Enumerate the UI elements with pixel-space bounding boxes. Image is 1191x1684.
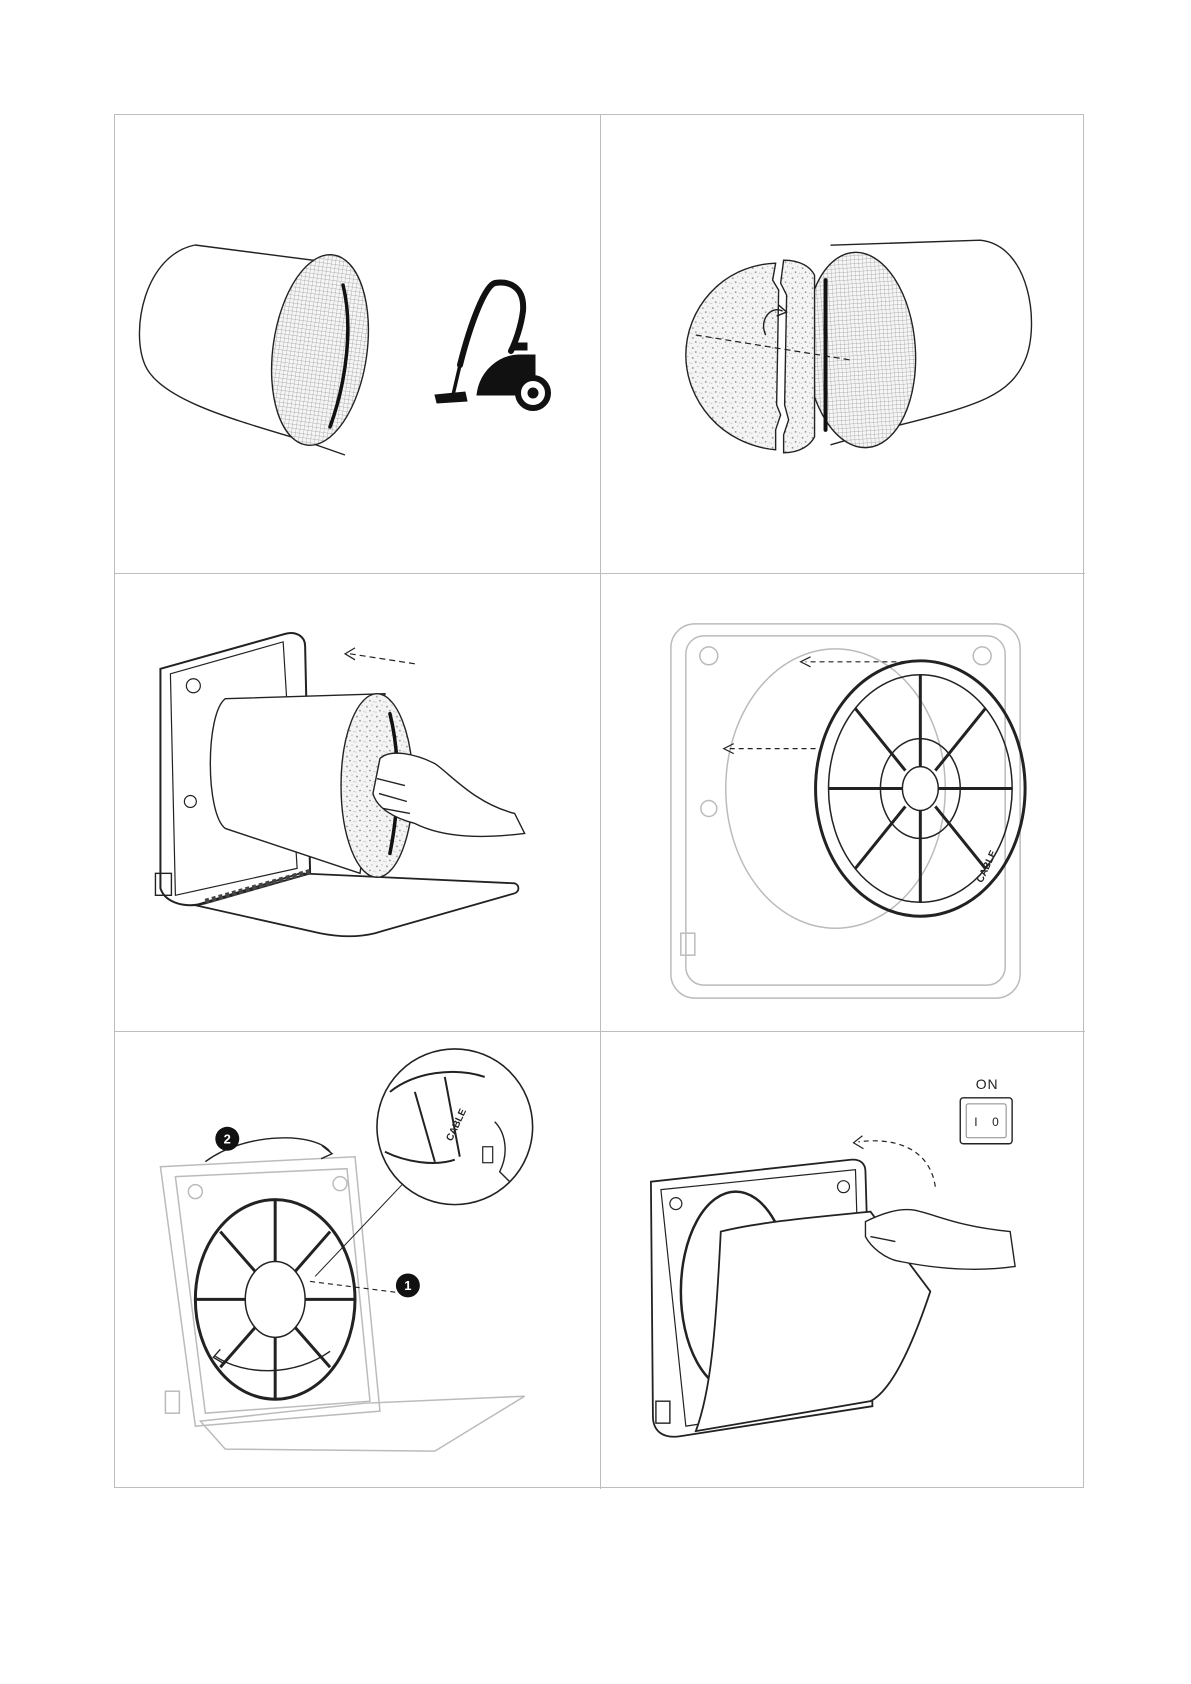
filter-cylinder <box>139 245 379 455</box>
attach-grille-illustration: CABLE <box>601 574 1085 1031</box>
rotate-grille-illustration: CABLE 2 1 <box>115 1032 600 1489</box>
switch-title: ON <box>976 1076 999 1092</box>
grille <box>816 661 1026 916</box>
panel-insert-cylinder <box>115 573 600 1031</box>
panel-attach-grille: CABLE <box>600 573 1085 1031</box>
badge-1-label: 1 <box>404 1278 411 1293</box>
wall-unit <box>671 624 1020 998</box>
badge-2-label: 2 <box>224 1131 231 1146</box>
flap-cover <box>195 871 518 936</box>
close-cover-illustration: ON I 0 <box>601 1032 1085 1489</box>
switch-off-label: 0 <box>992 1115 999 1129</box>
panel-close-cover: ON I 0 <box>600 1031 1085 1489</box>
filter-vacuum-illustration <box>115 115 600 573</box>
instruction-grid: CABLE <box>114 114 1084 1488</box>
insert-cylinder-illustration <box>115 574 600 1031</box>
panel-clean-filter <box>115 115 600 573</box>
step-badge-2: 2 <box>215 1127 239 1151</box>
grille <box>195 1200 355 1400</box>
panel-replace-foam <box>600 115 1085 573</box>
filter-cylinder <box>799 240 1032 451</box>
step-badge-1: 1 <box>396 1273 420 1297</box>
switch-on-label: I <box>974 1115 977 1129</box>
power-switch: ON I 0 <box>960 1076 1012 1144</box>
foam-filter-illustration <box>601 115 1085 573</box>
foam-disc <box>686 260 851 453</box>
vacuum-cleaner-icon <box>435 283 548 408</box>
panel-rotate-grille: CABLE 2 1 <box>115 1031 600 1489</box>
